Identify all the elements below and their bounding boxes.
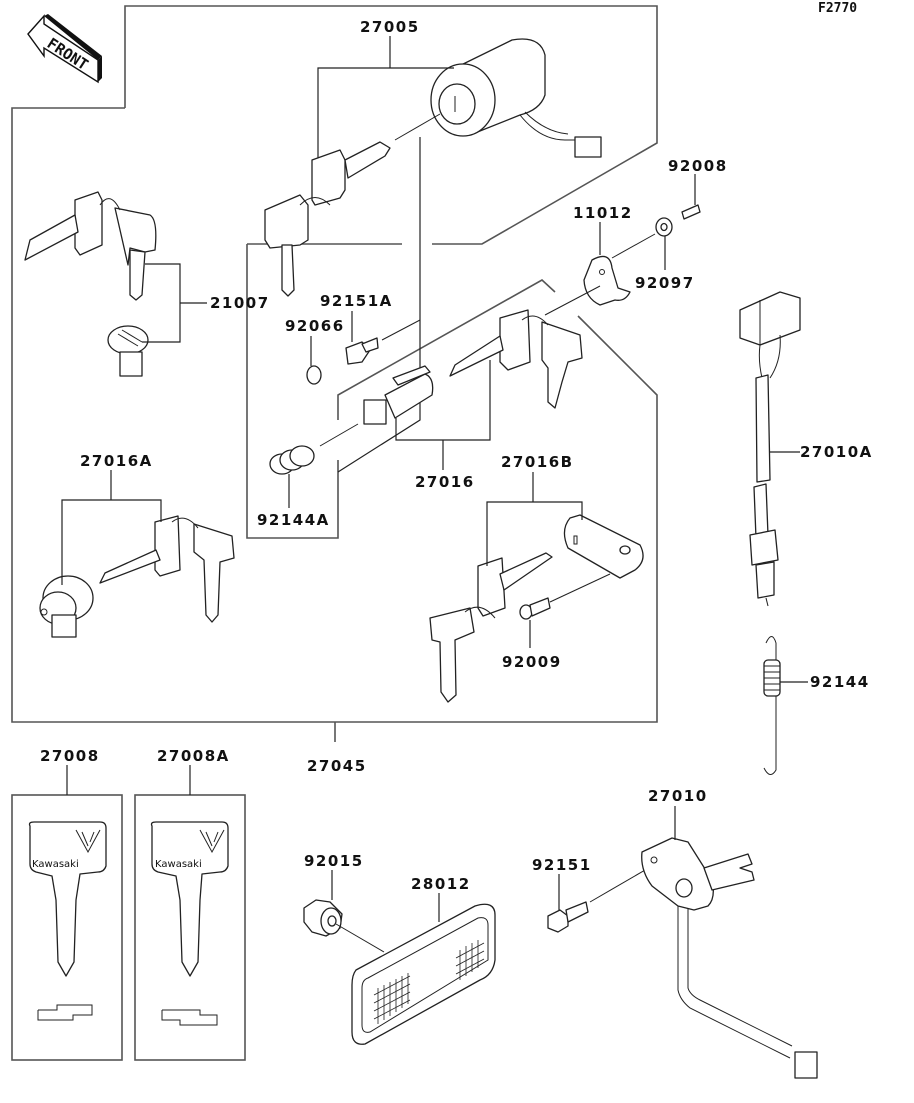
neutral-switch-27010 — [641, 837, 818, 1079]
key-card-27008A: Kawasaki — [134, 794, 246, 1061]
figure-code: F2770 — [818, 1, 857, 16]
part-label-28012[interactable]: 28012 — [411, 875, 471, 893]
brand-text: Kawasaki — [32, 859, 79, 870]
part-label-27010A[interactable]: 27010A — [800, 443, 873, 461]
leader-21007 — [142, 263, 181, 343]
part-label-27008A[interactable]: 27008A — [157, 747, 230, 765]
inner-frame-top — [337, 279, 556, 420]
part-label-92151[interactable]: 92151 — [532, 856, 592, 874]
assembly-frame-27045 — [124, 5, 658, 245]
reflector-28012 — [351, 903, 496, 1045]
inner-frame-left — [246, 244, 339, 539]
part-label-92009[interactable]: 92009 — [502, 653, 562, 671]
part-label-92066[interactable]: 92066 — [285, 317, 345, 335]
assembly-line-7 — [589, 865, 653, 903]
spring-92144 — [763, 636, 781, 775]
part-label-92015[interactable]: 92015 — [304, 852, 364, 870]
assembly-line-5 — [549, 573, 611, 603]
assembly-line-2 — [544, 285, 601, 316]
lock-cylinder-27016A — [39, 575, 94, 638]
lock-housing-27016B — [563, 514, 644, 579]
leader-27005 — [317, 67, 454, 160]
leader-27016B — [486, 501, 583, 566]
part-label-27010[interactable]: 27010 — [648, 787, 708, 805]
lock-cap-21007 — [107, 325, 149, 377]
part-label-27008[interactable]: 27008 — [40, 747, 100, 765]
assembly-line-3 — [381, 319, 421, 341]
washer-92097 — [655, 217, 673, 237]
part-label-27045[interactable]: 27045 — [307, 757, 367, 775]
lock-cylinder-27016 — [363, 365, 434, 425]
part-label-27016B[interactable]: 27016B — [501, 453, 574, 471]
part-label-27005[interactable]: 27005 — [360, 18, 420, 36]
front-arrow-icon: FRONT — [27, 14, 102, 84]
plate-11012 — [583, 255, 631, 306]
assembly-line-6 — [335, 923, 385, 953]
part-label-21007[interactable]: 21007 — [210, 294, 270, 312]
part-label-92144A[interactable]: 92144A — [257, 511, 330, 529]
part-label-92008[interactable]: 92008 — [668, 157, 728, 175]
brand-text: Kawasaki — [155, 859, 202, 870]
ring-92066 — [306, 365, 322, 385]
bolt-92008 — [681, 204, 701, 220]
brake-switch-27010A — [739, 291, 801, 607]
screw-92009 — [519, 597, 551, 620]
assembly-line — [611, 233, 656, 259]
ignition-switch-27005 — [394, 38, 602, 158]
screw-92151A — [345, 337, 379, 365]
part-label-92151A[interactable]: 92151A — [320, 292, 393, 310]
key-pair-27005 — [264, 141, 391, 297]
part-label-92097[interactable]: 92097 — [635, 274, 695, 292]
key-pair-27016B — [429, 552, 553, 703]
key-pair-27016A — [99, 515, 235, 623]
spring-92144A — [269, 445, 315, 475]
key-pair-21007 — [24, 191, 157, 301]
part-label-27016[interactable]: 27016 — [415, 473, 475, 491]
key-pair-27016 — [449, 309, 583, 409]
part-label-11012[interactable]: 11012 — [573, 204, 633, 222]
part-label-27016A[interactable]: 27016A — [80, 452, 153, 470]
bolt-92151 — [547, 901, 589, 933]
key-card-27008: Kawasaki — [11, 794, 123, 1061]
nut-92015 — [303, 899, 343, 937]
leader-27005-lower — [337, 137, 421, 473]
part-label-92144[interactable]: 92144 — [810, 673, 870, 691]
assembly-line-4 — [319, 423, 359, 447]
